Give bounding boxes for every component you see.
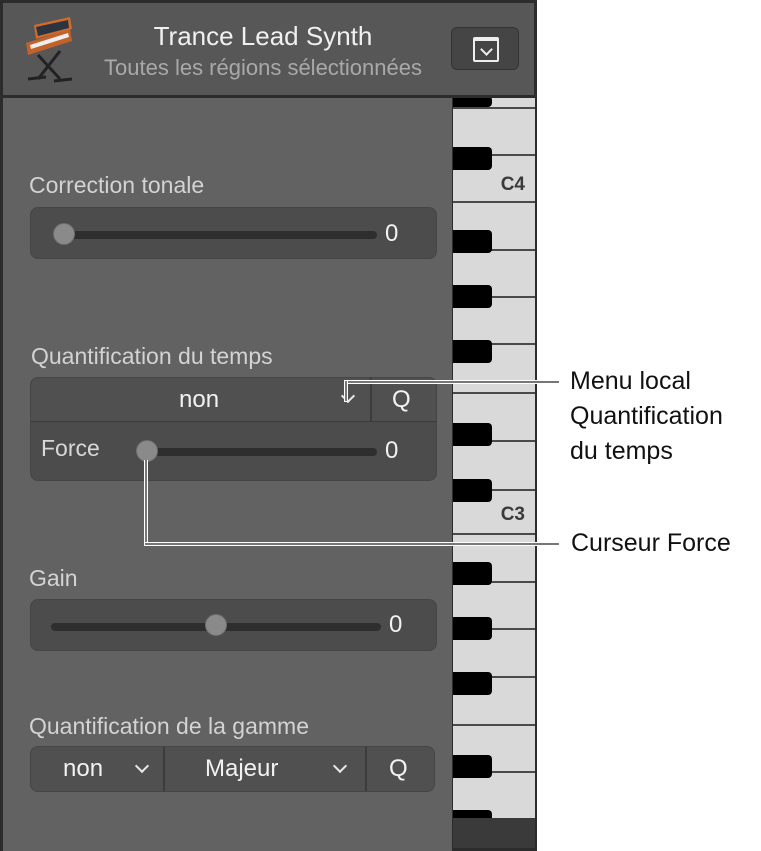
time-quantize-box: non Q Force 0 xyxy=(30,377,437,481)
black-key[interactable] xyxy=(453,98,492,107)
black-key[interactable] xyxy=(453,423,492,446)
divider xyxy=(365,747,367,791)
q-button-label: Q xyxy=(392,385,411,413)
scale-quantize-q-button[interactable]: Q xyxy=(367,747,434,791)
black-key[interactable] xyxy=(453,285,492,308)
black-key[interactable] xyxy=(453,810,492,818)
scale-type-menu[interactable]: Majeur xyxy=(165,747,365,791)
key-label-c3: C3 xyxy=(500,504,525,525)
pitch-correction-slider-box: 0 xyxy=(30,207,437,259)
callout-line-menu-vertical-inner xyxy=(345,381,347,401)
callout-slider-label: Curseur Force xyxy=(571,529,731,557)
synthesizer-icon xyxy=(26,17,73,83)
divider xyxy=(370,378,372,421)
callout-menu-line-2: Quantification xyxy=(570,402,723,430)
callout-menu-line-3: du temps xyxy=(570,437,673,465)
time-quantize-menu-value: non xyxy=(179,385,220,413)
callout-line-menu-inner xyxy=(345,381,559,383)
black-key[interactable] xyxy=(453,617,492,640)
black-key[interactable] xyxy=(453,230,492,253)
scale-quantize-label: Quantification de la gamme xyxy=(29,713,309,739)
callout-line-slider-inner xyxy=(145,460,147,545)
gain-knob[interactable] xyxy=(205,614,227,636)
keyboard-footer xyxy=(453,818,535,848)
time-quantize-label: Quantification du temps xyxy=(31,343,273,369)
callout-menu-line-1: Menu local xyxy=(570,367,691,395)
key-label-c4: C4 xyxy=(500,174,525,195)
time-quantize-menu[interactable]: non xyxy=(31,378,371,421)
chevron-down-square-icon xyxy=(473,37,499,62)
time-quantize-q-button[interactable]: Q xyxy=(372,378,436,421)
scale-type-value: Majeur xyxy=(205,755,279,782)
strength-label: Force xyxy=(41,435,100,461)
chevron-down-icon xyxy=(332,758,348,774)
black-key[interactable] xyxy=(453,340,492,363)
inspector-menu-button[interactable] xyxy=(451,27,519,70)
callout-menu-label: Menu local Quantification du temps xyxy=(570,364,723,469)
divider xyxy=(163,747,165,791)
time-quantize-menu-row: non Q xyxy=(31,378,436,422)
callout-line-slider-horizontal-inner xyxy=(145,543,559,545)
pitch-correction-label: Correction tonale xyxy=(29,172,205,198)
black-key[interactable] xyxy=(453,479,492,502)
scale-root-menu[interactable]: non xyxy=(31,747,163,791)
chevron-down-icon xyxy=(134,758,150,774)
black-key[interactable] xyxy=(453,672,492,695)
pitch-correction-knob[interactable] xyxy=(53,223,75,245)
piano-keyboard[interactable]: C4 C3 xyxy=(453,98,535,818)
black-key[interactable] xyxy=(453,755,492,778)
strength-knob[interactable] xyxy=(136,440,158,462)
scale-root-value: non xyxy=(63,755,104,782)
inspector-body: Correction tonale 0 Quantification du te… xyxy=(3,98,452,851)
gain-value: 0 xyxy=(389,611,403,638)
pitch-correction-value: 0 xyxy=(385,220,399,247)
gain-label: Gain xyxy=(29,565,78,591)
region-subtitle: Toutes les régions sélectionnées xyxy=(104,55,422,80)
black-key[interactable] xyxy=(453,147,492,170)
strength-value: 0 xyxy=(385,437,399,464)
scale-quantize-row: non Majeur Q xyxy=(30,746,435,792)
inspector-header: Trance Lead Synth Toutes les régions sél… xyxy=(3,3,534,95)
pitch-correction-track[interactable] xyxy=(53,231,377,239)
gain-slider-box: 0 xyxy=(30,599,437,651)
region-title: Trance Lead Synth xyxy=(153,21,373,51)
track-inspector-panel: Trance Lead Synth Toutes les régions sél… xyxy=(0,0,537,851)
strength-track[interactable] xyxy=(137,448,377,456)
black-key[interactable] xyxy=(453,562,492,585)
q-button-label: Q xyxy=(389,755,408,782)
